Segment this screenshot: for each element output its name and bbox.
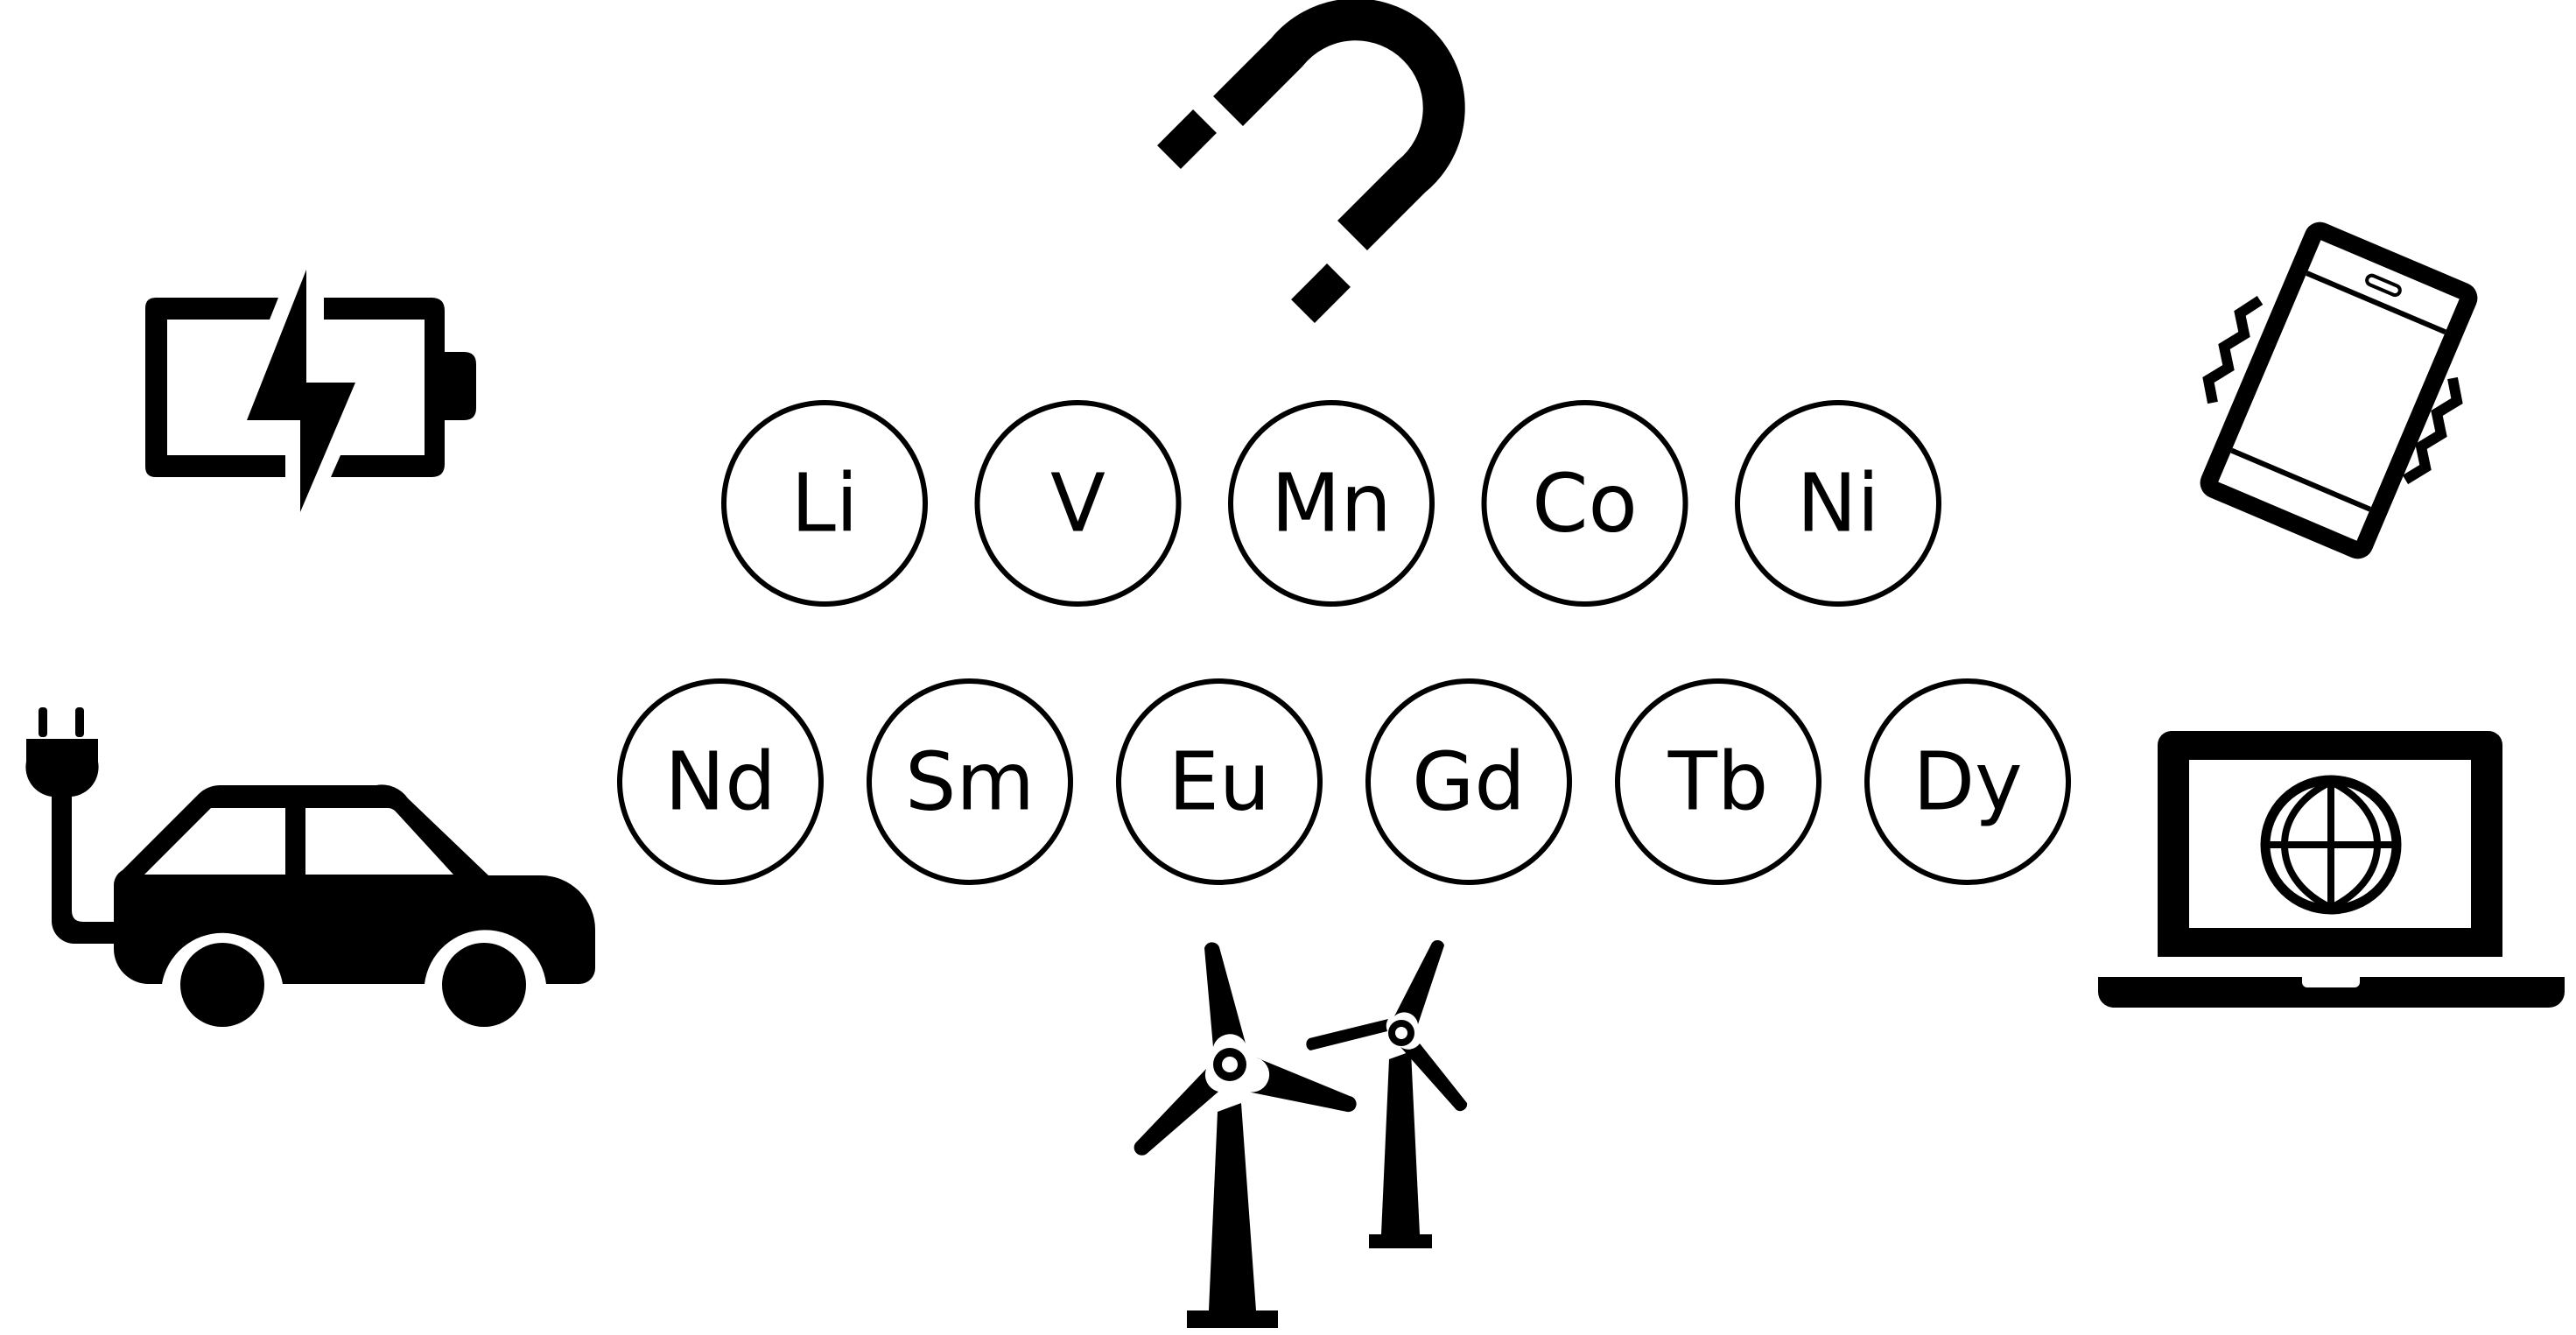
element-nd: Nd [617,678,824,885]
element-li: Li [721,400,928,607]
magnet-icon [1157,0,1465,323]
element-circle [1481,400,1688,607]
element-circle [1116,678,1323,885]
element-symbol: Eu [1169,735,1270,829]
element-symbol: V [1050,457,1106,551]
element-circle [1365,678,1572,885]
element-dy: Dy [1864,678,2071,885]
element-mn: Mn [1228,400,1435,607]
element-symbol: Nd [664,735,776,829]
element-tb: Tb [1615,678,1821,885]
element-symbol: Dy [1913,735,2022,829]
wind-turbines-icon [1134,939,1468,1328]
element-circle [1228,400,1435,607]
element-ni: Ni [1735,400,1941,607]
element-circle [867,678,1073,885]
element-gd: Gd [1365,678,1572,885]
element-sm: Sm [867,678,1073,885]
electric-car-icon [25,707,596,1027]
element-symbol: Co [1532,457,1638,551]
element-circle [1864,678,2071,885]
element-circle [721,400,928,607]
element-circle [974,400,1182,607]
element-eu: Eu [1116,678,1323,885]
battery-charging-icon [145,270,476,512]
element-circle [617,678,824,885]
element-circle [1735,400,1941,607]
element-symbol: Tb [1667,735,1769,829]
element-v: V [974,400,1182,607]
smartphone-vibrating-icon [2200,221,2478,559]
element-symbol: Gd [1412,735,1526,829]
element-symbol: Mn [1271,457,1392,551]
element-circle [1615,678,1821,885]
laptop-globe-icon [2098,731,2565,1008]
element-symbol: Ni [1797,457,1879,551]
element-co: Co [1481,400,1688,607]
element-symbol: Li [791,457,859,551]
element-symbol: Sm [905,735,1035,829]
